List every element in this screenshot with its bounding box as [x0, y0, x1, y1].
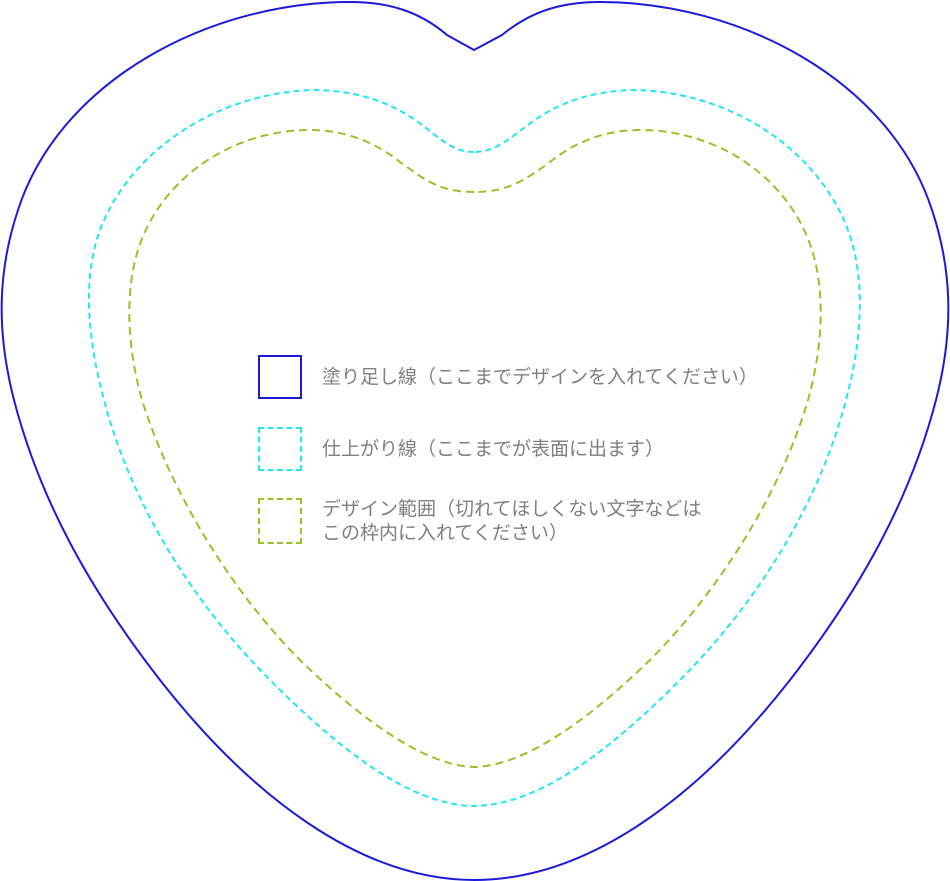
trim-line [87, 88, 861, 808]
safe-area-swatch [258, 498, 302, 544]
trim-swatch [258, 427, 302, 471]
safe-area-line [128, 128, 822, 769]
safe-area-label-line1: デザイン範囲（切れてほしくない文字などは [322, 498, 702, 520]
bleed-label: 塗り足し線（ここまでデザインを入れてください） [322, 366, 758, 388]
safe-area-label-line2: この枠内に入れてください） [322, 522, 568, 544]
bleed-swatch [258, 355, 302, 399]
trim-label: 仕上がり線（ここまでが表面に出ます） [322, 438, 665, 460]
safe-area-label: デザイン範囲（切れてほしくない文字などは この枠内に入れてください） [322, 497, 701, 545]
